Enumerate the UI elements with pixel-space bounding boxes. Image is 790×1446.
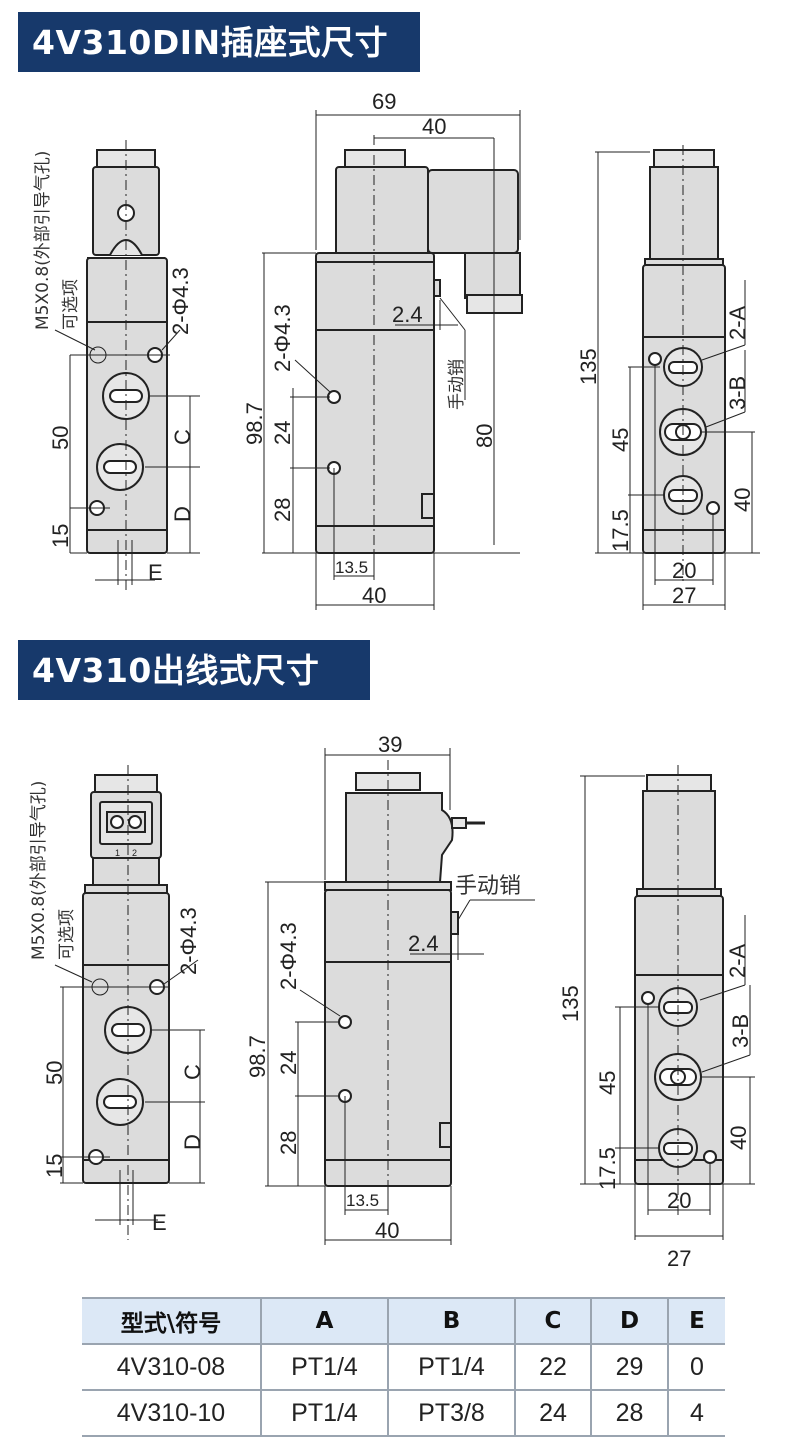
din-front-dim-15: 15 <box>48 524 73 548</box>
din-side-dim-2-4: 2.4 <box>392 302 423 327</box>
lead-front-dim-c: C <box>180 1064 205 1080</box>
cell-b: PT1/4 <box>388 1344 516 1391</box>
lead-front-view: 1 2 50 15 C D E M5X0.8(外部引导气孔) 可选项 2-Φ4.… <box>29 765 205 1240</box>
din-front-optional: 可选项 <box>61 279 81 330</box>
section-title-din: 4V310DIN插座式尺寸 <box>18 12 420 72</box>
din-side-view: 69 40 2-Φ4.3 98.7 24 28 2.4 手动销 80 13.5 … <box>242 89 523 610</box>
section-title-din-text: 4V310DIN插座式尺寸 <box>32 22 389 62</box>
lead-side-mount-holes: 2-Φ4.3 <box>276 922 301 990</box>
spec-table: 型式\符号 A B C D E 4V310-08 PT1/4 PT1/4 22 … <box>82 1297 725 1437</box>
lead-rear-port-b: 3-B <box>728 1014 753 1048</box>
header-model: 型式\符号 <box>82 1297 262 1345</box>
lead-side-view: 39 手动销 2.4 2-Φ4.3 98.7 24 28 13.5 40 <box>245 732 535 1245</box>
din-side-dim-40-top: 40 <box>422 114 446 139</box>
lead-rear-dim-17-5: 17.5 <box>595 1147 620 1190</box>
lead-rear-dim-20: 20 <box>667 1188 691 1213</box>
lead-front-port-note: M5X0.8(外部引导气孔) <box>29 781 49 960</box>
din-side-dim-98-7: 98.7 <box>242 402 267 445</box>
lead-side-dim-2-4: 2.4 <box>408 931 439 956</box>
din-side-dim-28: 28 <box>270 498 295 522</box>
din-rear-port-b: 3-B <box>725 376 750 410</box>
din-front-dim-e: E <box>148 560 163 585</box>
header-a: A <box>261 1297 389 1345</box>
din-rear-dim-45: 45 <box>608 428 633 452</box>
din-front-mount-holes: 2-Φ4.3 <box>168 267 193 335</box>
header-d: D <box>591 1297 669 1345</box>
cell-c: 22 <box>515 1344 592 1391</box>
din-rear-dim-17-5: 17.5 <box>608 509 633 552</box>
cell-model: 4V310-10 <box>82 1390 262 1437</box>
lead-front-mount-holes: 2-Φ4.3 <box>176 907 201 975</box>
cell-a: PT1/4 <box>261 1390 389 1437</box>
cell-d: 29 <box>591 1344 669 1391</box>
cell-a: PT1/4 <box>261 1344 389 1391</box>
lead-side-dim-28: 28 <box>276 1131 301 1155</box>
lead-side-dim-13-5: 13.5 <box>346 1191 379 1210</box>
din-rear-dim-27: 27 <box>672 583 696 608</box>
header-c: C <box>515 1297 592 1345</box>
lead-side-manual-pin: 手动销 <box>455 874 521 899</box>
din-front-port-note: M5X0.8(外部引导气孔) <box>33 151 53 330</box>
lead-front-dim-15: 15 <box>42 1154 67 1178</box>
lead-front-terminal-2: 2 <box>132 848 137 858</box>
cell-b: PT3/8 <box>388 1390 516 1437</box>
din-front-dim-c: C <box>170 429 195 445</box>
din-side-dim-80: 80 <box>472 424 497 448</box>
cell-model: 4V310-08 <box>82 1344 262 1391</box>
din-rear-port-a: 2-A <box>725 305 750 340</box>
din-rear-dim-135: 135 <box>576 348 601 385</box>
spec-table-header-row: 型式\符号 A B C D E <box>82 1297 725 1345</box>
section-title-lead-wire: 4V310出线式尺寸 <box>18 640 370 700</box>
din-side-manual-pin: 手动销 <box>447 359 467 410</box>
cell-c: 24 <box>515 1390 592 1437</box>
lead-front-optional: 可选项 <box>57 909 77 960</box>
lead-rear-port-a: 2-A <box>725 943 750 978</box>
table-row: 4V310-10 PT1/4 PT3/8 24 28 4 <box>82 1390 725 1437</box>
lead-front-dim-50: 50 <box>42 1061 67 1085</box>
din-rear-view: 135 2-A 3-B 45 17.5 40 20 27 <box>576 145 760 610</box>
lead-rear-view: 135 2-A 3-B 45 17.5 40 20 27 <box>558 765 755 1271</box>
cell-e: 0 <box>668 1344 725 1391</box>
section-title-lead-wire-text: 4V310出线式尺寸 <box>32 650 320 690</box>
lead-side-dim-40: 40 <box>375 1218 399 1243</box>
lead-side-dim-98-7: 98.7 <box>245 1035 270 1078</box>
cell-d: 28 <box>591 1390 669 1437</box>
header-b: B <box>388 1297 516 1345</box>
din-front-dim-d: D <box>170 506 195 522</box>
lead-side-dim-39: 39 <box>378 732 402 757</box>
din-side-dim-40-bottom: 40 <box>362 583 386 608</box>
cell-e: 4 <box>668 1390 725 1437</box>
din-rear-dim-40: 40 <box>730 488 755 512</box>
din-side-dim-69: 69 <box>372 89 396 114</box>
din-side-dim-13-5: 13.5 <box>335 558 368 577</box>
lead-rear-dim-40: 40 <box>726 1126 751 1150</box>
table-row: 4V310-08 PT1/4 PT1/4 22 29 0 <box>82 1344 725 1391</box>
header-e: E <box>668 1297 725 1345</box>
din-side-mount-holes: 2-Φ4.3 <box>270 304 295 372</box>
lead-side-dim-24: 24 <box>276 1051 301 1075</box>
din-rear-dim-20: 20 <box>672 558 696 583</box>
din-front-view: 50 15 C D E M5X0.8(外部引导气孔) 可选项 2-Φ4.3 <box>33 140 200 590</box>
din-front-dim-50: 50 <box>48 426 73 450</box>
lead-rear-dim-135: 135 <box>558 985 583 1022</box>
lead-rear-dim-45: 45 <box>595 1071 620 1095</box>
lead-front-dim-d: D <box>180 1134 205 1150</box>
din-side-dim-24: 24 <box>270 421 295 445</box>
lead-rear-dim-27: 27 <box>667 1246 691 1271</box>
lead-front-terminal-1: 1 <box>115 848 120 858</box>
lead-front-dim-e: E <box>152 1210 167 1235</box>
